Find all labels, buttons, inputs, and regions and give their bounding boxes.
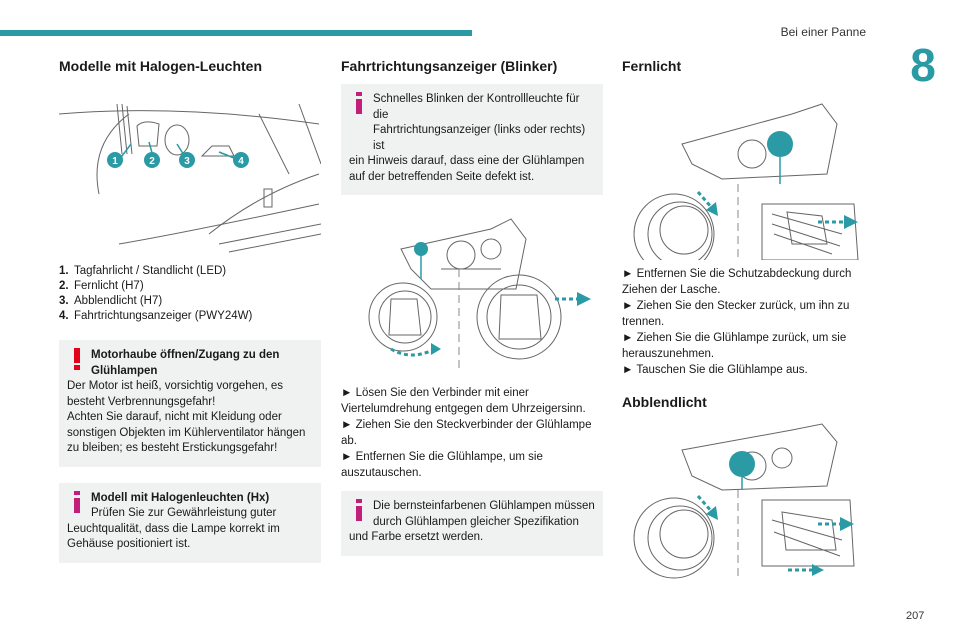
info-first-line: durch Glühlampen gleicher Spezifikation	[373, 515, 579, 528]
info-first-line: Prüfen Sie zur Gewährleistung guter	[91, 507, 277, 519]
callout-3: 3	[184, 156, 190, 167]
column-halogen: Modelle mit Halogen-Leuchten	[59, 58, 321, 563]
info-line: Leuchtqualität, dass die Lampe korrekt i…	[67, 522, 280, 535]
heading-fernlicht: Fernlicht	[622, 58, 682, 74]
info-head: Modell mit Halogenleuchten (Hx)	[91, 491, 270, 504]
heading-blinker: Fahrtrichtungsanzeiger (Blinker)	[341, 58, 558, 74]
info-box-halogen: Modell mit Halogenleuchten (Hx) Prüfen S…	[59, 482, 321, 563]
headlamp-halogen-illustration: 1 2 3 4	[59, 84, 321, 254]
step-line: Ziehen der Lasche.	[622, 284, 721, 296]
warning-head-1: Motorhaube öffnen/Zugang zu den	[91, 349, 280, 361]
list-item: 4.Fahrtrichtungsanzeiger (PWY24W)	[59, 310, 253, 322]
info-icon	[356, 92, 362, 114]
abblendlicht-illustration	[622, 420, 884, 580]
fernlicht-drawing	[633, 103, 859, 260]
blinker-steps: ► Lösen Sie den Verbinder mit einer Vier…	[341, 385, 603, 481]
bulb-list: 1.Tagfahrlicht / Standlicht (LED) 2.Fern…	[59, 264, 321, 324]
info-box-blinker: Schnelles Blinken der Kontrollleuchte fü…	[341, 84, 603, 195]
callout-2: 2	[149, 156, 155, 167]
warning-line: besteht Verbrennungsgefahr!	[67, 395, 216, 408]
info-line: auf der betreffenden Seite defekt ist.	[349, 170, 535, 183]
step-line: herauszunehmen.	[622, 348, 715, 360]
info-first-line: Fahrtrichtungsanzeiger (links oder recht…	[373, 124, 586, 152]
section-title: Bei einer Panne	[780, 25, 866, 39]
step-line: ► Lösen Sie den Verbinder mit einer	[341, 387, 529, 399]
step-line: ► Ziehen Sie die Glühlampe zurück, um si…	[622, 332, 847, 344]
warning-line: sonstigen Objekten im Kühlerventilator h…	[67, 426, 306, 439]
warning-icon	[74, 348, 80, 370]
fernlicht-steps: ► Entfernen Sie die Schutzabdeckung durc…	[622, 266, 884, 378]
step-line: ► Entfernen Sie die Schutzabdeckung durc…	[622, 268, 852, 280]
info-icon	[356, 499, 362, 521]
heading-abblendlicht: Abblendlicht	[622, 394, 707, 410]
blinker-drawing	[368, 218, 591, 369]
step-line: trennen.	[622, 316, 665, 328]
warning-line: Achten Sie darauf, nicht mit Kleidung od…	[67, 411, 282, 423]
page-number: 207	[906, 610, 925, 622]
step-line: ab.	[341, 435, 357, 447]
step-line: ► Ziehen Sie den Steckverbinder der Glüh…	[341, 419, 592, 431]
info-first-line: Die bernsteinfarbenen Glühlampen müssen	[373, 500, 595, 512]
blinker-bulb-illustration	[341, 209, 603, 375]
info-line: ein Hinweis darauf, dass eine der Glühla…	[349, 155, 585, 167]
callout-1: 1	[112, 156, 118, 167]
info-line: und Farbe ersetzt werden.	[349, 531, 484, 543]
step-line: ► Ziehen Sie den Stecker zurück, um ihn …	[622, 300, 850, 312]
step-line: Viertelumdrehung entgegen dem Uhrzeigers…	[341, 403, 586, 415]
abblendlicht-drawing	[633, 423, 855, 580]
warning-head-2: Glühlampen	[91, 364, 158, 377]
chapter-number: 8	[910, 39, 936, 91]
warning-box: Motorhaube öffnen/Zugang zu den Glühlamp…	[59, 340, 321, 467]
info-box-amber: Die bernsteinfarbenen Glühlampen müssen …	[341, 491, 603, 556]
headlamp-drawing: 1 2 3 4	[59, 103, 321, 253]
list-item: 2.Fernlicht (H7)	[59, 280, 144, 292]
warning-line: Der Motor ist heiß, vorsichtig vorgehen,…	[67, 380, 284, 392]
top-accent-bar	[0, 30, 472, 36]
list-item: 1.Tagfahrlicht / Standlicht (LED)	[59, 265, 227, 277]
step-line: ► Tauschen Sie die Glühlampe aus.	[622, 364, 808, 376]
info-icon	[74, 490, 80, 513]
fernlicht-illustration	[622, 84, 884, 260]
step-line: auszutauschen.	[341, 467, 422, 479]
info-first-line: Schnelles Blinken der Kontrollleuchte fü…	[373, 93, 580, 121]
warning-line: zu bleiben; es besteht Erstickungsgefahr…	[67, 442, 278, 454]
list-item: 3.Abblendlicht (H7)	[59, 295, 163, 307]
column-fernlicht: Fernlicht ► Entfernen Sie die S	[622, 58, 884, 580]
info-line: Gehäuse positioniert ist.	[67, 538, 191, 550]
column-blinker: Fahrtrichtungsanzeiger (Blinker) Schnell…	[341, 58, 603, 556]
heading-halogen: Modelle mit Halogen-Leuchten	[59, 58, 263, 74]
step-line: ► Entfernen Sie die Glühlampe, um sie	[341, 451, 543, 463]
callout-4: 4	[238, 156, 244, 167]
